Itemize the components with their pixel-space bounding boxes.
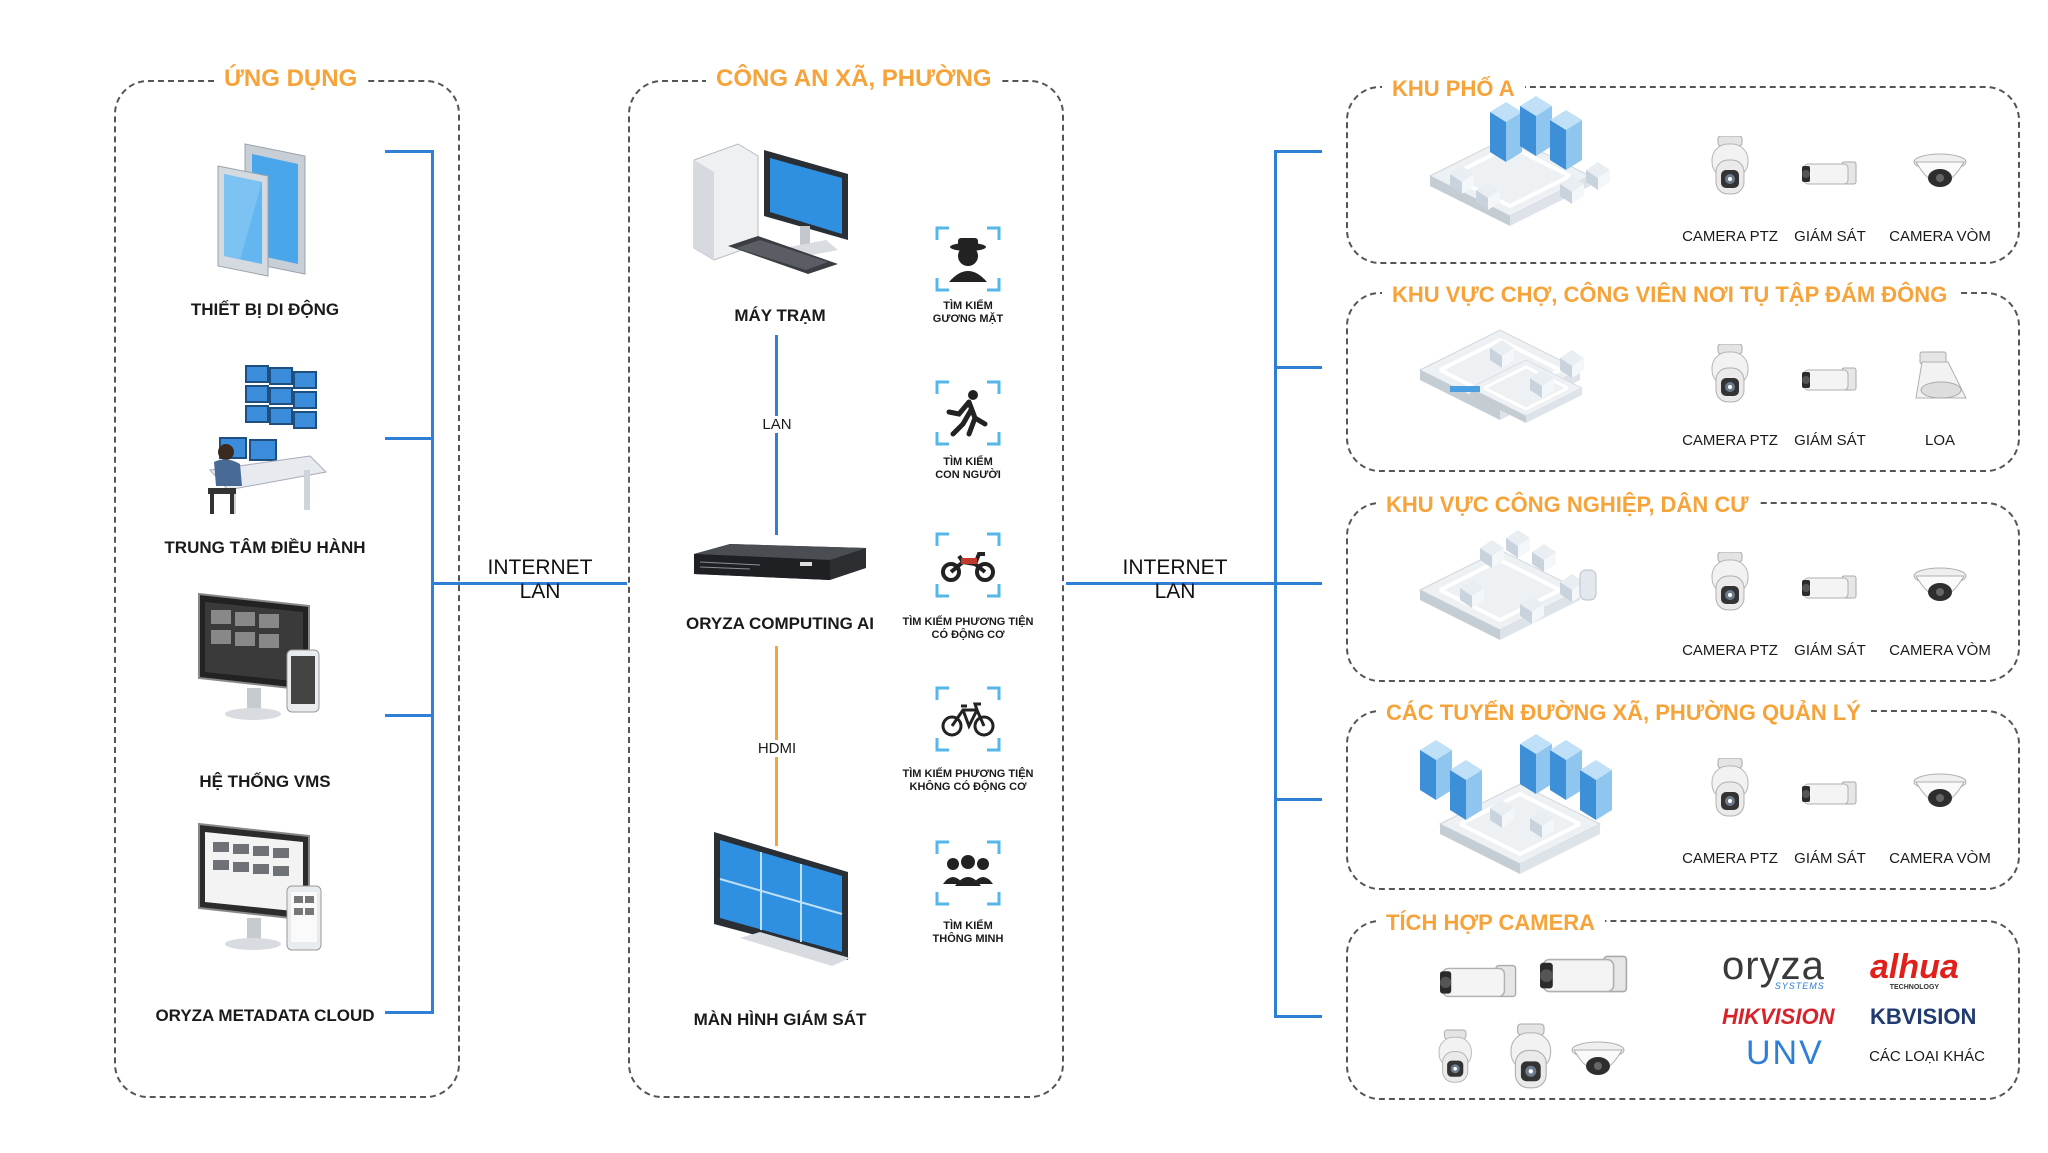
network-label-left: INTERNET LAN [470, 556, 610, 604]
device-label: CAMERA VÒM [1889, 642, 1991, 659]
lan-line [775, 335, 778, 535]
oryza-logo: oryza SYSTEMS [1722, 944, 1825, 991]
ptz-camera-icon [1702, 344, 1758, 404]
computing-ai-label: ORYZA COMPUTING AI [686, 614, 874, 633]
link-line [1274, 582, 1322, 585]
bullet-camera-icon [1802, 572, 1858, 602]
dome-camera-icon [1912, 148, 1968, 194]
zone-title: KHU VỰC CÔNG NGHIỆP, DÂN CƯ [1376, 492, 1759, 518]
bullet-camera-icon [1802, 364, 1858, 394]
app-label-vms: HỆ THỐNG VMS [199, 772, 331, 791]
zone-title: CÁC TUYẾN ĐƯỜNG XÃ, PHƯỜNG QUẢN LÝ [1376, 700, 1871, 726]
vms-icon [195, 590, 325, 730]
dome-camera-icon [1912, 562, 1968, 608]
device-label: CAMERA PTZ [1682, 850, 1778, 867]
device-label: LOA [1924, 432, 1955, 449]
bullet-camera-icon [1802, 158, 1858, 188]
device-label: CAMERA PTZ [1682, 228, 1778, 245]
integration-title: TÍCH HỢP CAMERA [1376, 910, 1606, 936]
ptz-camera-icon [1702, 758, 1758, 818]
integration-panel [1346, 920, 2020, 1100]
internet-label: INTERNET [487, 556, 593, 579]
monitor-label: MÀN HÌNH GIÁM SÁT [693, 1010, 867, 1029]
link-line [385, 1011, 433, 1014]
apps-panel-title: ỨNG DỤNG [214, 66, 368, 92]
lan-line-label: LAN [755, 416, 799, 433]
unv-logo: UNV [1746, 1034, 1824, 1072]
hdmi-line-label: HDMI [748, 740, 806, 757]
group-icon [935, 840, 1001, 906]
link-line [385, 150, 433, 153]
ptz-camera-icon [1702, 552, 1758, 612]
app-label-control-center: TRUNG TÂM ĐIỀU HÀNH [164, 538, 366, 557]
link-line [1066, 582, 1276, 585]
bullet-camera-icon [1802, 778, 1858, 808]
metadata-cloud-icon [195, 820, 325, 960]
kbvision-logo: KBVISION [1870, 1004, 1977, 1029]
police-panel-title: CÔNG AN XÃ, PHƯỜNG [706, 66, 1002, 92]
dahua-logo: alhua TECHNOLOGY [1870, 948, 1959, 991]
industrial-illustration [1410, 530, 1630, 660]
link-line [1274, 1015, 1322, 1018]
hikvision-logo: HIKVISION [1722, 1004, 1835, 1029]
app-label-metadata-cloud: ORYZA METADATA CLOUD [155, 1006, 375, 1025]
device-label: CAMERA PTZ [1682, 642, 1778, 659]
camera-collection-illustration [1420, 940, 1640, 1090]
network-label-right: INTERNET LAN [1105, 556, 1245, 604]
person-running-icon [935, 380, 1001, 446]
link-line [385, 714, 433, 717]
dome-camera-icon [1912, 768, 1968, 814]
computing-ai-device-icon [690, 540, 870, 590]
face-search-icon [935, 226, 1001, 292]
zone-title: KHU PHỐ A [1382, 76, 1525, 102]
bicycle-icon [935, 686, 1001, 752]
other-brands-label: CÁC LOẠI KHÁC [1869, 1048, 1985, 1065]
mobile-device-icon [210, 140, 320, 280]
link-line [1274, 150, 1322, 153]
surveillance-monitor-icon [700, 828, 860, 978]
city-illustration [1410, 96, 1630, 246]
speaker-icon [1914, 350, 1970, 400]
device-label: CAMERA VÒM [1889, 228, 1991, 245]
device-label: GIÁM SÁT [1794, 228, 1866, 245]
lan-label: LAN [519, 580, 561, 603]
workstation-label: MÁY TRẠM [734, 306, 826, 325]
link-line [1274, 798, 1322, 801]
roads-illustration [1410, 730, 1630, 880]
internet-label: INTERNET [1122, 556, 1228, 579]
control-center-icon [200, 360, 330, 520]
motorbike-icon [935, 532, 1001, 598]
device-label: CAMERA VÒM [1889, 850, 1991, 867]
link-line [385, 437, 433, 440]
ptz-camera-icon [1702, 136, 1758, 196]
device-label: GIÁM SÁT [1794, 642, 1866, 659]
device-label: GIÁM SÁT [1794, 432, 1866, 449]
zone-panel [1346, 86, 2020, 264]
link-line [431, 582, 627, 585]
zone-title: KHU VỰC CHỢ, CÔNG VIÊN NƠI TỤ TẬP ĐÁM ĐÔ… [1382, 282, 1958, 308]
device-label: CAMERA PTZ [1682, 432, 1778, 449]
market-park-illustration [1410, 320, 1630, 450]
lan-label: LAN [1154, 580, 1196, 603]
app-label-mobile: THIẾT BỊ DI ĐỘNG [190, 300, 340, 319]
link-line [1274, 366, 1322, 369]
workstation-icon [688, 140, 858, 290]
device-label: GIÁM SÁT [1794, 850, 1866, 867]
